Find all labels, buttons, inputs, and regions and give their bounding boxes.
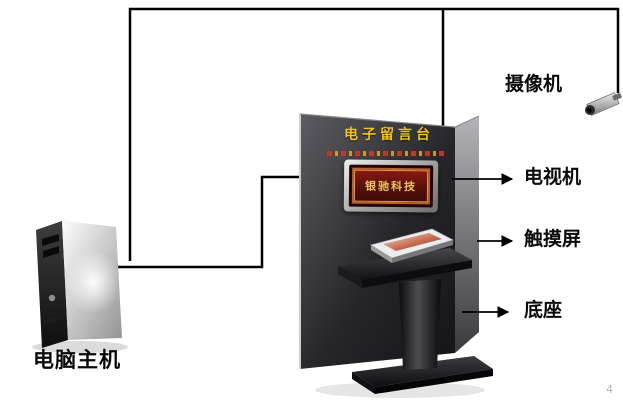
wire-computer-to-kiosk (115, 175, 303, 269)
wire-computer-to-camera (128, 7, 620, 261)
base-top-face (352, 356, 493, 387)
tv-plaque: 银驰科技 (351, 167, 431, 205)
kiosk (299, 113, 493, 398)
plaque-text: 银驰科技 (364, 179, 418, 194)
touchscreen-display (383, 233, 442, 251)
tower-glare (66, 250, 120, 314)
tv-screen-frame: 银驰科技 (343, 159, 439, 213)
kiosk-title: 电子留言台 (344, 127, 434, 143)
tower-power-button (48, 294, 56, 302)
tower-drive-bay (43, 246, 59, 258)
touchscreen-edge-left (371, 245, 392, 263)
watermark: 4 (606, 383, 613, 396)
pedestal-column (399, 279, 441, 370)
kiosk-panel-side (455, 116, 479, 353)
platform-top (338, 248, 472, 280)
tower-drive-bay (42, 234, 59, 246)
label-pedestal: 底座 (524, 299, 563, 321)
touchscreen-edge-right (392, 240, 453, 263)
camera (585, 92, 622, 116)
camera-lens-core (586, 107, 592, 113)
computer-tower (32, 221, 128, 353)
platform-front-edge (338, 266, 362, 288)
label-camera: 摄像机 (505, 73, 563, 95)
base-right-edge (375, 369, 493, 394)
wires (115, 7, 620, 269)
label-touchscreen: 触摸屏 (524, 228, 582, 250)
label-tv: 电视机 (524, 166, 582, 188)
kiosk-banner-decoration (327, 151, 447, 156)
camera-mount (612, 92, 622, 101)
platform-right-edge (362, 260, 472, 288)
tower-shadow (32, 341, 128, 353)
label-computer: 电脑主机 (33, 347, 121, 372)
base-front-edge (352, 372, 375, 394)
kiosk-top-edge (299, 113, 480, 128)
annotation-arrows (452, 173, 514, 318)
tv-screen-bezel: 银驰科技 (348, 164, 434, 208)
tower-vent (44, 315, 62, 324)
